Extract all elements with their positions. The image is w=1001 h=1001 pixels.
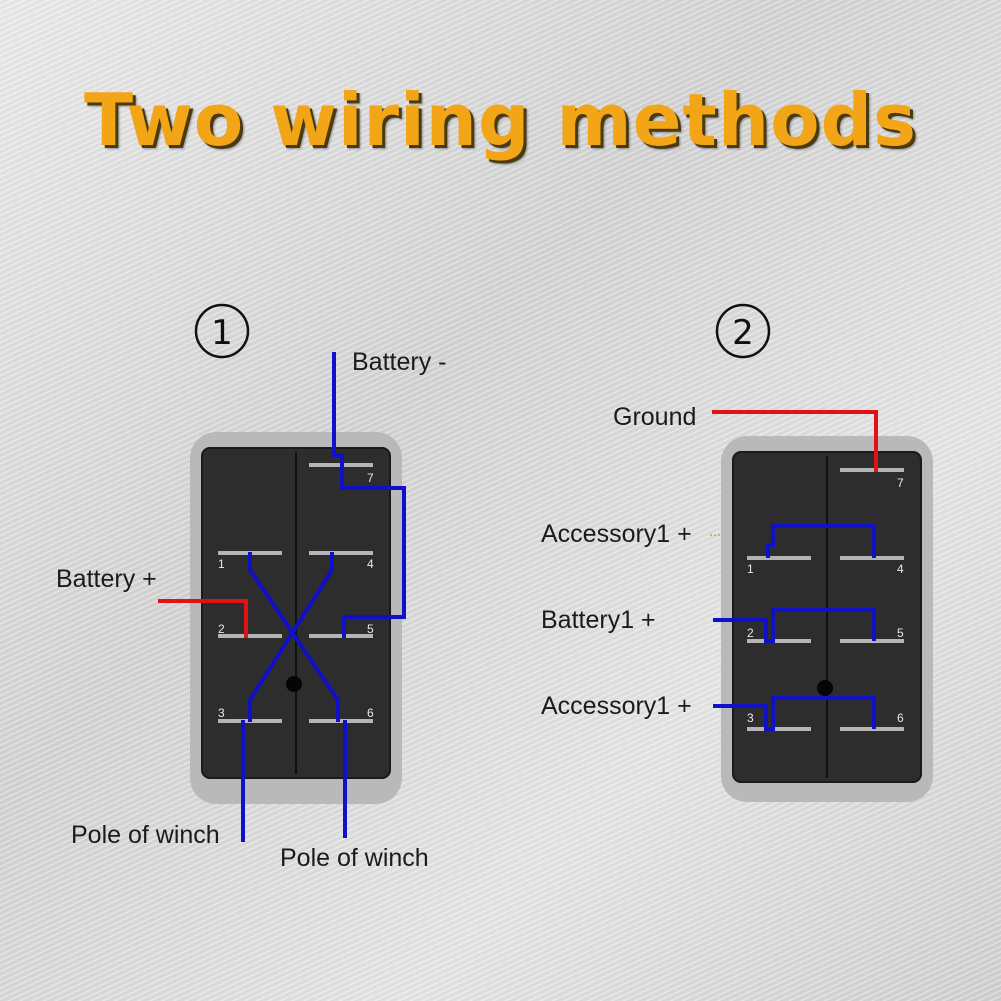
pin-6-label: 6 [897,711,904,725]
switch-2-pivot [817,680,833,696]
label-accessory-bottom: Accessory1 + [541,692,692,720]
terminal-2 [218,634,282,638]
label-pole-of-winch-right: Pole of winch [280,844,429,872]
label-ground: Ground [613,403,696,431]
diagram-1-number-circle [194,303,250,359]
wire-battery1 [713,608,876,643]
wire-ground [712,410,878,472]
pin-7-label: 7 [897,476,904,490]
diagram-1-number: 1 [211,313,233,353]
label-accessory-top: Accessory1 + [541,520,692,548]
pin-3-label: 3 [747,711,754,725]
wire-battery-negative [332,352,406,638]
pin-3-label: 3 [218,706,225,720]
wire-cross-1-to-6 [248,552,340,722]
terminal-7 [840,468,904,472]
page-title: Two wiring methods [84,78,917,162]
diagram-2-number: 2 [732,313,754,353]
pin-1-label: 1 [747,562,754,576]
label-battery-positive: Battery + [56,565,157,593]
diagram-2-number-circle [715,303,771,359]
pin-2-label: 2 [218,622,225,636]
pin-1-label: 1 [218,557,225,571]
label-battery1: Battery1 + [541,606,656,634]
diagram-1: 1 7 1 4 2 5 3 6 Batt [56,303,446,872]
label-pole-of-winch-left: Pole of winch [71,821,220,849]
pin-4-label: 4 [897,562,904,576]
diagram-2: 2 7 1 4 2 5 3 6 Ground Accessory1 + [541,303,933,802]
pin-4-label: 4 [367,557,374,571]
wire-cross-4-to-3 [248,552,334,722]
terminal-4 [309,551,373,555]
diagram-1-negative-wires [241,352,406,842]
terminal-3 [747,727,811,731]
wire-accessory-bottom [713,696,876,731]
wire-battery-positive [158,599,248,638]
terminal-5 [309,634,373,638]
terminal-2 [747,639,811,643]
diagram-2-blue-wires [710,524,876,731]
wire-accessory-top [766,524,876,558]
pin-7-label: 7 [367,471,374,485]
terminal-1 [747,556,811,560]
switch-1-pivot [286,676,302,692]
pin-5-label: 5 [367,622,374,636]
terminal-6 [309,719,373,723]
pin-2-label: 2 [747,626,754,640]
pin-5-label: 5 [897,626,904,640]
label-battery-negative: Battery - [352,348,446,376]
pin-6-label: 6 [367,706,374,720]
